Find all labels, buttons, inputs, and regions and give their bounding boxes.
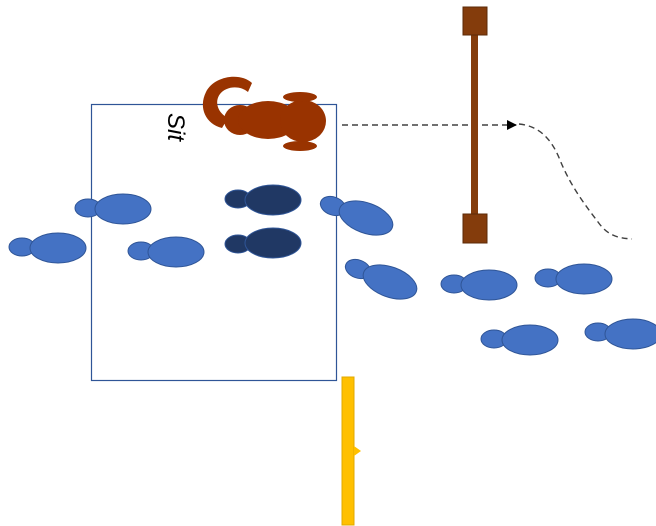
- footprint-icon: [480, 324, 559, 356]
- pole-top-block: [462, 6, 488, 36]
- dog-silhouette-icon: [202, 76, 326, 151]
- footprint-pad: [362, 264, 418, 300]
- yellow-bar-notch: [354, 446, 361, 456]
- footprint-pad: [460, 269, 518, 301]
- dog-paw-top: [283, 92, 317, 102]
- footprint-icon: [224, 184, 302, 216]
- dog-hindquarters: [280, 100, 326, 142]
- pole-bottom-block: [462, 213, 488, 244]
- pole-shaft: [471, 32, 478, 218]
- footprint-pad: [338, 200, 394, 236]
- footprint-icon: [534, 263, 613, 295]
- footprint-pad: [147, 236, 205, 268]
- sit-label: Sit: [162, 113, 189, 142]
- dog-paw-bottom: [283, 141, 317, 151]
- footprint-icon: [224, 227, 302, 259]
- yellow-bar: [341, 376, 361, 526]
- footprint-pad: [94, 193, 152, 225]
- footprint-pad: [244, 184, 302, 216]
- footprint-icon: [319, 195, 394, 236]
- footprint-pad: [29, 232, 87, 264]
- footprint-pad: [501, 324, 559, 356]
- yellow-bar-shaft: [341, 376, 355, 526]
- footprint-icon: [8, 232, 87, 264]
- footprint-icon: [127, 236, 205, 268]
- footprint-pad: [244, 227, 302, 259]
- dashed-path-curve: [518, 123, 633, 240]
- footprint-icon: [74, 193, 152, 225]
- footprint-icon: [584, 318, 656, 350]
- dog-tail: [202, 76, 252, 128]
- footprint-icon: [440, 269, 518, 301]
- footprints-group: [8, 184, 656, 356]
- footprint-pad: [604, 318, 656, 350]
- footprint-pad: [555, 263, 613, 295]
- pole-gate: [462, 6, 488, 244]
- footprint-icon: [344, 258, 418, 300]
